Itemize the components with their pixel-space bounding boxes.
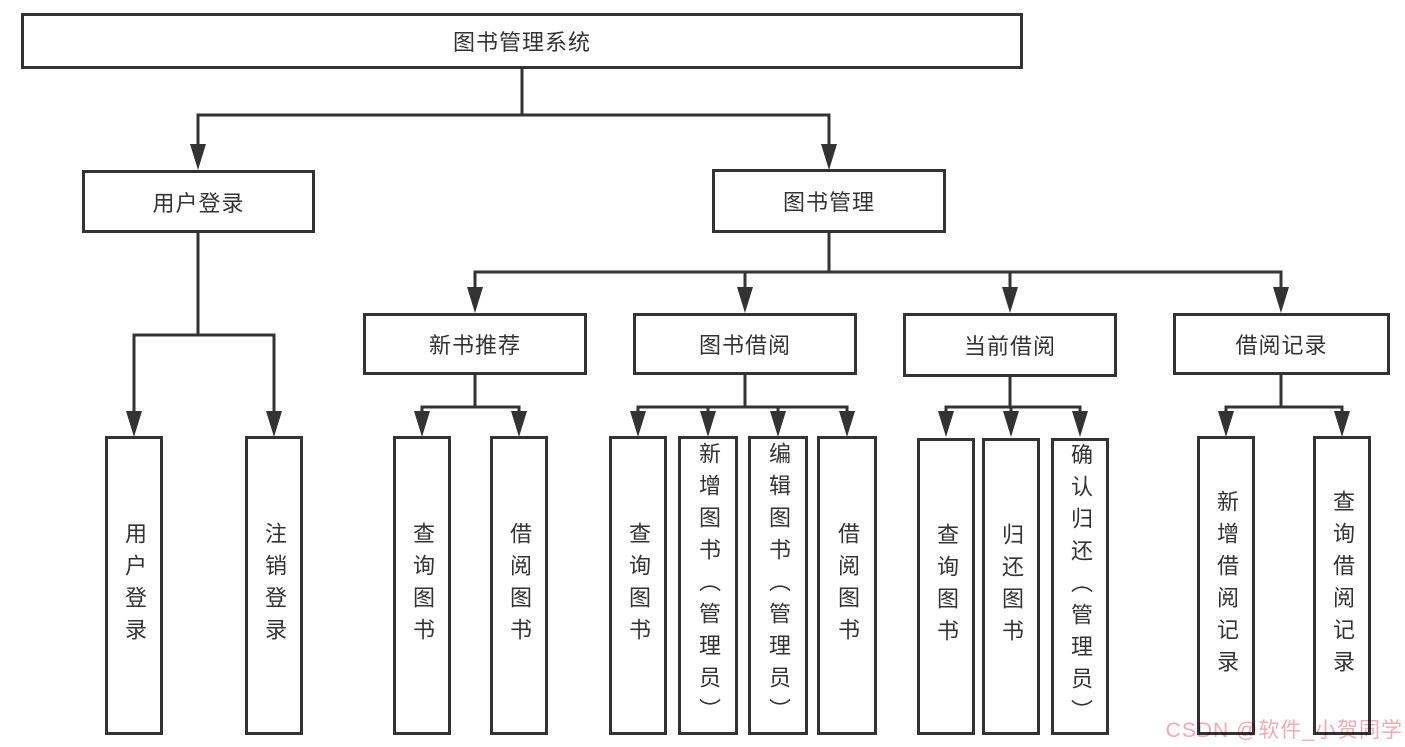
node-user-login-label: 用户登录 (152, 190, 245, 216)
node-user-login: 用户登录 (82, 170, 315, 233)
leaf-logout: 注销登录 (245, 436, 303, 735)
leaf-current-query-books-label: 查询图书 (934, 522, 959, 651)
leaf-borrowing-edit-books-admin-label: 编辑图书（管理员） (766, 441, 791, 730)
leaf-recommend-query-books-label: 查询图书 (410, 521, 435, 650)
leaf-borrowing-query-books-label: 查询图书 (626, 521, 651, 650)
leaf-records-query-record: 查询借阅记录 (1313, 436, 1371, 735)
node-current-borrowing: 当前借阅 (903, 313, 1117, 377)
node-new-book-recommend-label: 新书推荐 (428, 333, 521, 358)
leaf-borrowing-borrow-books-label: 借阅图书 (835, 521, 860, 650)
leaf-current-query-books: 查询图书 (917, 438, 975, 735)
node-new-book-recommend: 新书推荐 (363, 313, 587, 375)
node-book-borrowing: 图书借阅 (633, 313, 857, 375)
leaf-borrowing-query-books: 查询图书 (609, 436, 667, 735)
node-current-borrowing-label: 当前借阅 (963, 334, 1056, 359)
leaf-current-return-books: 归还图书 (982, 438, 1040, 735)
leaf-borrowing-add-books-admin: 新增图书（管理员） (678, 436, 738, 735)
node-borrowing-records-label: 借阅记录 (1235, 333, 1328, 358)
leaf-records-add-record: 新增借阅记录 (1197, 436, 1255, 735)
leaf-current-confirm-return-admin: 确认归还（管理员） (1051, 438, 1109, 735)
leaf-user-login: 用户登录 (105, 436, 163, 735)
node-borrowing-records: 借阅记录 (1173, 313, 1390, 375)
leaf-borrowing-add-books-admin-label: 新增图书（管理员） (696, 441, 721, 730)
node-book-management-label: 图书管理 (782, 190, 875, 215)
node-book-management: 图书管理 (712, 169, 946, 233)
csdn-watermark: CSDN @软件_小贺同学 (1165, 719, 1403, 742)
node-book-borrowing-label: 图书借阅 (698, 333, 791, 358)
leaf-borrowing-borrow-books: 借阅图书 (817, 436, 877, 735)
leaf-logout-label: 注销登录 (262, 521, 287, 650)
leaf-records-add-record-label: 新增借阅记录 (1214, 489, 1239, 682)
leaf-recommend-query-books: 查询图书 (393, 436, 451, 735)
node-root: 图书管理系统 (21, 13, 1023, 69)
node-root-label: 图书管理系统 (452, 30, 591, 55)
leaf-current-confirm-return-admin-label: 确认归还（管理员） (1068, 442, 1093, 731)
leaf-recommend-borrow-books-label: 借阅图书 (507, 521, 532, 650)
leaf-borrowing-edit-books-admin: 编辑图书（管理员） (748, 436, 808, 735)
leaf-user-login-label: 用户登录 (122, 521, 147, 650)
leaf-current-return-books-label: 归还图书 (999, 522, 1024, 651)
leaf-recommend-borrow-books: 借阅图书 (490, 436, 548, 735)
leaf-records-query-record-label: 查询借阅记录 (1330, 489, 1355, 682)
